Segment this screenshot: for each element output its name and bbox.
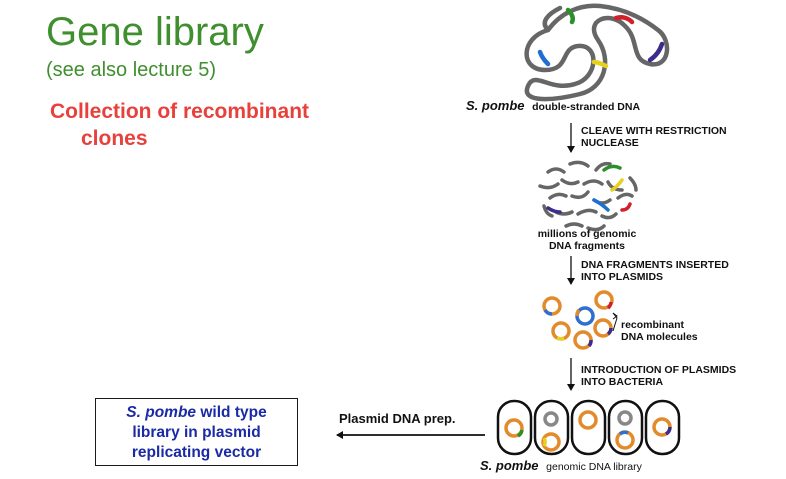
library-type-label: genomic DNA library — [546, 461, 642, 473]
result-line-1: S. pombe wild type — [96, 403, 297, 423]
prep-label: Plasmid DNA prep. — [339, 411, 456, 426]
dna-species-label: S. pombe — [466, 98, 525, 113]
key-point: Collection of recombinant clones — [50, 98, 410, 152]
step-bacteria-line-2: INTO BACTERIA — [581, 376, 664, 389]
recombinant-plasmids — [542, 290, 618, 350]
step-insert-label: DNA FRAGMENTS INSERTED INTO PLASMIDS — [581, 259, 729, 283]
plasmids-line-2: DNA molecules — [621, 331, 698, 344]
key-point-line-2: clones — [81, 127, 148, 150]
step-insert-line-2: INTO PLASMIDS — [581, 271, 664, 284]
dna-label: S. pombe double-stranded DNA — [466, 98, 641, 114]
genomic-dna-strand — [524, 3, 670, 102]
step-cleave-label: CLEAVE WITH RESTRICTION NUCLEASE — [581, 125, 727, 149]
step-bacteria-label: INTRODUCTION OF PLASMIDS INTO BACTERIA — [581, 364, 736, 388]
result-line-3: replicating vector — [131, 444, 262, 461]
fragments-label: millions of genomic DNA fragments — [533, 228, 641, 252]
plasmids-label: recombinant DNA molecules — [621, 319, 698, 343]
result-species: S. pombe — [126, 404, 197, 421]
library-label: S. pombe genomic DNA library — [480, 458, 642, 474]
slide-subtitle: (see also lecture 5) — [46, 59, 217, 81]
result-box: S. pombe wild type library in plasmid re… — [95, 398, 298, 466]
library-species-label: S. pombe — [480, 458, 539, 473]
result-line-1-rest: wild type — [196, 404, 267, 421]
dna-fragments — [538, 160, 638, 232]
step-cleave-line-2: NUCLEASE — [581, 137, 639, 150]
bacteria-library — [496, 399, 681, 456]
step-cleave-line-1: CLEAVE WITH RESTRICTION — [581, 125, 727, 137]
key-point-line-1: Collection of recombinant — [50, 100, 310, 123]
step-insert-line-1: DNA FRAGMENTS INSERTED — [581, 259, 729, 271]
fragments-line-1: millions of genomic — [537, 228, 637, 240]
slide-title: Gene library — [46, 10, 264, 54]
result-line-2: library in plasmid — [132, 424, 261, 441]
step-bacteria-line-1: INTRODUCTION OF PLASMIDS — [581, 364, 737, 376]
dna-type-label: double-stranded DNA — [532, 101, 641, 113]
plasmids-line-1: recombinant — [621, 319, 685, 331]
fragments-line-2: DNA fragments — [548, 240, 626, 253]
